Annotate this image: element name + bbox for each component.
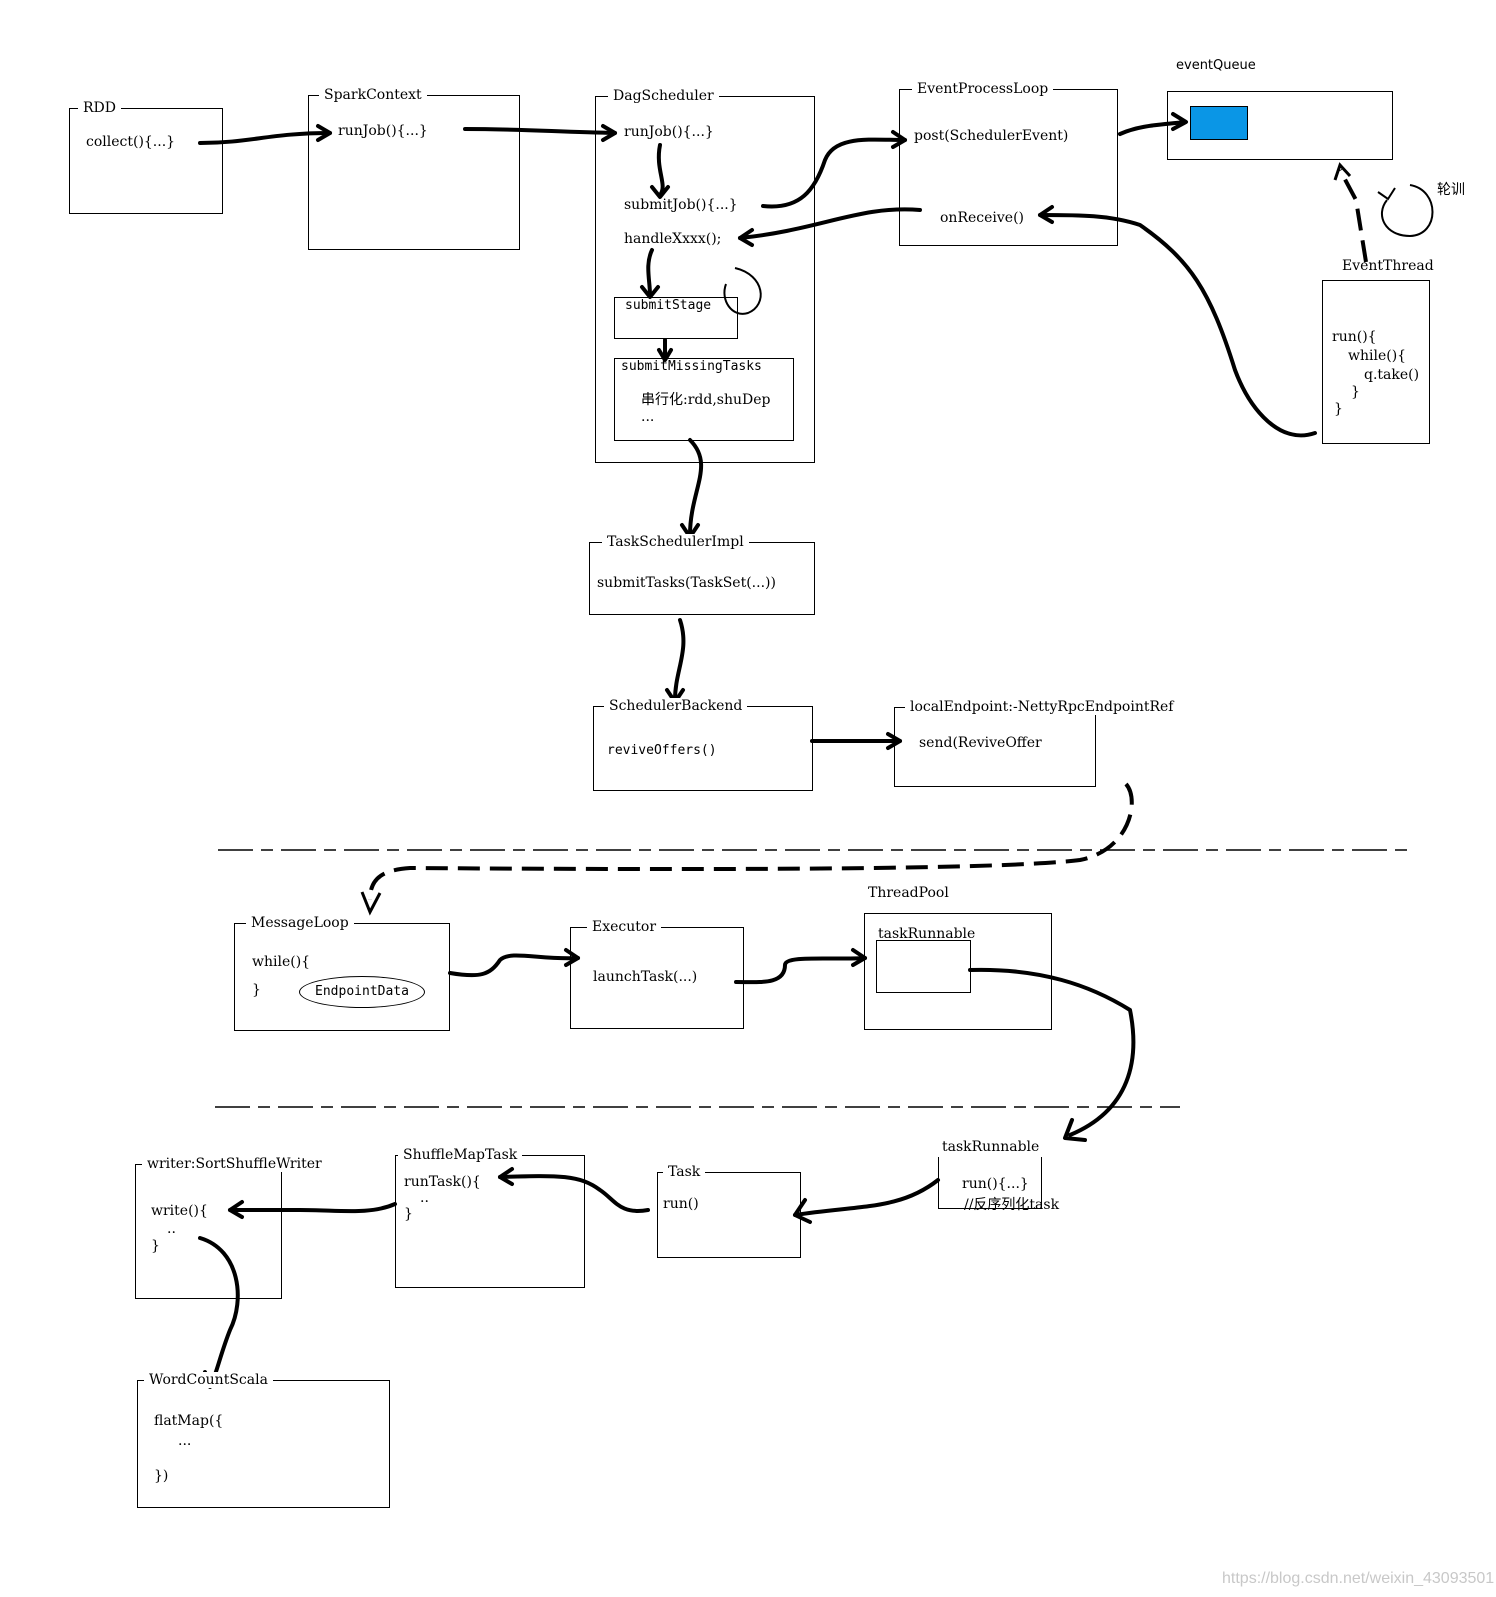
spark-context-runjob: runJob(){...} xyxy=(338,123,428,139)
shuffle-map-task-title: ShuffleMapTask xyxy=(398,1147,523,1163)
local-endpoint-title: localEndpoint:-NettyRpcEndpointRef xyxy=(905,699,1179,715)
event-queue-box xyxy=(1167,91,1393,160)
writer-title: writer:SortShuffleWriter xyxy=(142,1156,327,1172)
wc-line3: }) xyxy=(154,1468,169,1484)
task-box: Task run() xyxy=(657,1164,801,1258)
submit-missing-label: submitMissingTasks xyxy=(621,359,762,374)
submit-stage-label: submitStage xyxy=(625,298,712,313)
dag-scheduler-box: DagScheduler runJob(){...} submitJob(){.… xyxy=(595,88,815,463)
spark-context-box: SparkContext runJob(){...} xyxy=(308,87,520,250)
spark-context-title: SparkContext xyxy=(319,87,427,103)
executor-box: Executor launchTask(...) xyxy=(570,919,744,1029)
smt-line1: runTask(){ xyxy=(404,1174,481,1190)
task-scheduler-impl-box: TaskSchedulerImpl submitTasks(TaskSet(..… xyxy=(589,534,815,615)
rdd-collect: collect(){...} xyxy=(86,134,176,150)
dag-submitjob: submitJob(){...} xyxy=(624,197,738,213)
revive-offers: reviveOffers() xyxy=(607,743,717,758)
word-count-box: WordCountScala flatMap({ ... }) xyxy=(137,1372,390,1508)
tr-deserialize: //反序列化task xyxy=(964,1197,1060,1213)
tp-task-runnable-box xyxy=(876,940,971,993)
send-revive: send(ReviveOffer xyxy=(919,735,1042,751)
writer-line2: .. xyxy=(167,1221,176,1237)
submit-missing-box: submitMissingTasks 串行化:rdd,shuDep ... xyxy=(614,358,794,441)
writer-line3: } xyxy=(151,1238,160,1254)
task-runnable-box xyxy=(938,1157,1042,1209)
event-queue-title: eventQueue xyxy=(1176,58,1256,73)
wc-line2: ... xyxy=(178,1433,192,1449)
thread-pool-title: ThreadPool xyxy=(868,885,949,901)
task-run: run() xyxy=(663,1196,699,1212)
submit-stage-box: submitStage xyxy=(614,297,738,339)
word-count-title: WordCountScala xyxy=(144,1372,273,1388)
rdd-box: RDD collect(){...} xyxy=(69,100,223,214)
task-title: Task xyxy=(663,1164,706,1180)
event-process-loop-title: EventProcessLoop xyxy=(912,81,1054,97)
writer-line1: write(){ xyxy=(151,1203,208,1219)
event-post: post(SchedulerEvent) xyxy=(914,128,1069,144)
launch-task: launchTask(...) xyxy=(593,969,698,985)
serialize-label: 串行化:rdd,shuDep xyxy=(641,392,771,408)
submit-tasks: submitTasks(TaskSet(...)) xyxy=(597,575,776,591)
wc-line1: flatMap({ xyxy=(154,1413,224,1429)
event-onreceive: onReceive() xyxy=(940,210,1024,226)
dag-runjob: runJob(){...} xyxy=(624,124,714,140)
scheduler-backend-box: SchedulerBackend reviveOffers() xyxy=(593,698,813,791)
local-endpoint-box: localEndpoint:-NettyRpcEndpointRef send(… xyxy=(894,699,1179,787)
rdd-title: RDD xyxy=(78,100,121,116)
thread-pool-box: taskRunnable xyxy=(864,913,1052,1030)
writer-box: writer:SortShuffleWriter write(){ .. } xyxy=(135,1156,327,1299)
ml-close: } xyxy=(252,982,261,998)
endpoint-data-label: EndpointData xyxy=(315,984,409,999)
scheduler-backend-title: SchedulerBackend xyxy=(604,698,748,714)
et-line4: } xyxy=(1351,384,1360,400)
et-line5: } xyxy=(1334,401,1343,417)
watermark: https://blog.csdn.net/weixin_43093501 xyxy=(1222,1570,1495,1587)
smt-line3: } xyxy=(404,1206,413,1222)
message-loop-title: MessageLoop xyxy=(246,915,354,931)
executor-title: Executor xyxy=(587,919,662,935)
ml-while: while(){ xyxy=(252,954,311,970)
et-line3: q.take() xyxy=(1364,367,1420,383)
event-thread-title: EventThread xyxy=(1342,258,1434,274)
loop-label: 轮训 xyxy=(1437,182,1465,198)
event-thread-box: run(){ while(){ q.take() } } xyxy=(1322,280,1430,444)
task-scheduler-impl-title: TaskSchedulerImpl xyxy=(602,534,749,550)
serialize-dots: ... xyxy=(641,409,655,425)
et-line1: run(){ xyxy=(1332,329,1377,345)
message-loop-box: MessageLoop while(){ } EndpointData xyxy=(234,915,450,1031)
shuffle-map-task-box: ShuffleMapTask runTask(){ .. } xyxy=(395,1147,585,1288)
et-line2: while(){ xyxy=(1348,348,1407,364)
dag-scheduler-title: DagScheduler xyxy=(608,88,719,104)
endpoint-data-ellipse: EndpointData xyxy=(299,976,425,1008)
tr-run: run(){...} xyxy=(962,1176,1029,1192)
dag-handle: handleXxxx(); xyxy=(624,231,722,247)
event-process-loop-box: EventProcessLoop post(SchedulerEvent) on… xyxy=(899,81,1118,246)
task-runnable-title: taskRunnable xyxy=(942,1139,1040,1155)
smt-line2: .. xyxy=(420,1190,429,1206)
tp-task-runnable: taskRunnable xyxy=(878,926,976,942)
queue-item xyxy=(1190,106,1248,140)
